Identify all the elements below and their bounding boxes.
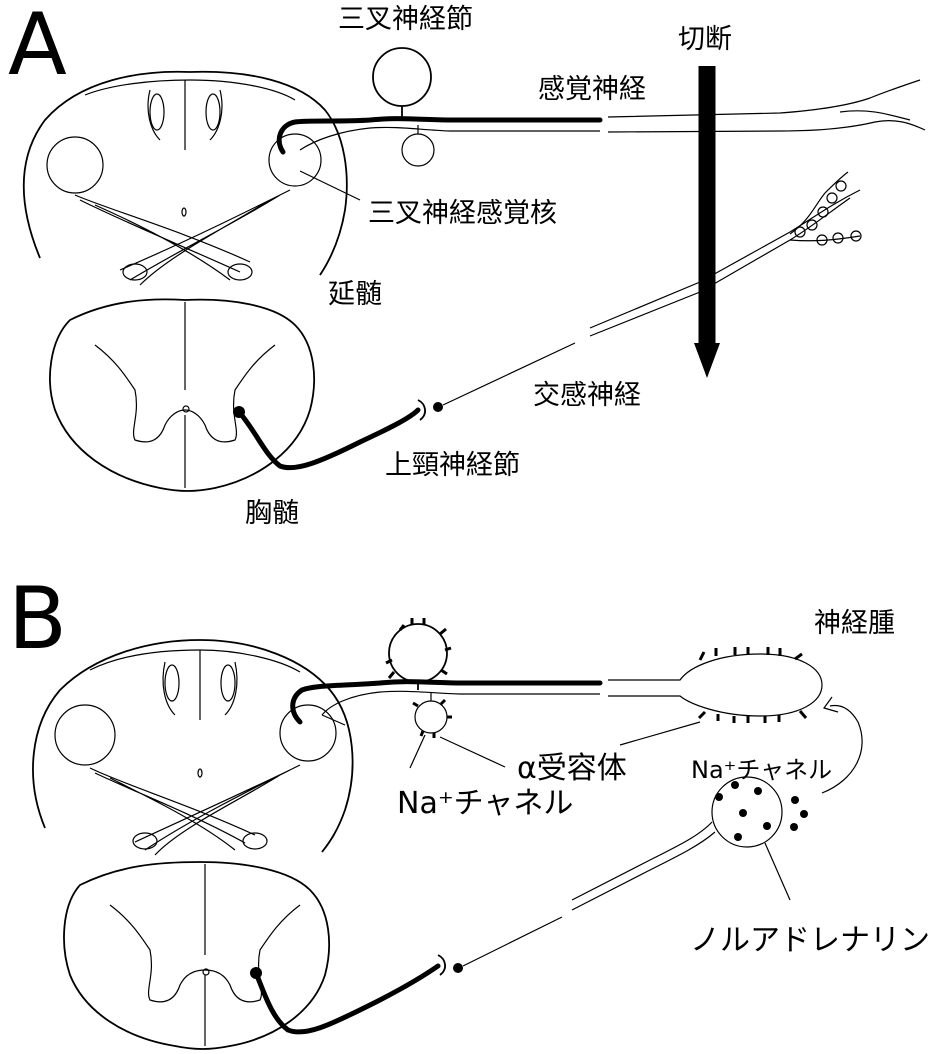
peripheral-nerve-a <box>608 80 925 132</box>
panel-b: B <box>8 569 930 1049</box>
label-cut: 切断 <box>678 24 732 55</box>
neuroma <box>608 647 822 723</box>
label-trigeminal-ganglion: 三叉神経節 <box>338 4 473 35</box>
label-superior-cervical-ganglion: 上頸神経節 <box>385 450 520 481</box>
panel-a-letter: A <box>8 0 67 95</box>
sensory-fiber-a-thin <box>300 127 600 150</box>
label-sensory-nerve: 感覚神経 <box>538 74 646 105</box>
label-trigeminal-sensory-nucleus: 三叉神経感覚核 <box>368 198 557 229</box>
trigeminal-ganglion-b <box>386 618 452 738</box>
label-alpha-receptor: α受容体 <box>517 751 627 786</box>
label-na-channel-right: Na⁺チャネル <box>691 756 832 784</box>
label-na-channel-left: Na⁺チャネル <box>397 786 573 821</box>
label-thoracic-cord: 胸髄 <box>245 498 299 529</box>
label-noradrenaline: ノルアドレナリン <box>690 923 930 958</box>
label-medulla: 延髄 <box>328 279 382 310</box>
medulla-section <box>24 72 347 285</box>
trigeminal-ganglion <box>373 48 434 166</box>
panel-b-letter: B <box>8 569 67 669</box>
noradrenaline-molecules <box>715 781 808 841</box>
noradrenaline-vesicle <box>712 777 782 847</box>
medulla-section-b <box>33 640 353 855</box>
sensory-fiber-a <box>279 119 600 152</box>
label-sympathetic-nerve: 交感神経 <box>533 380 641 411</box>
thoracic-cord-section-b <box>64 862 329 1049</box>
panel-a: A <box>8 0 925 529</box>
label-neuroma: 神経腫 <box>814 608 895 639</box>
sensory-fiber-b-thin <box>322 691 600 715</box>
cut-arrow <box>694 66 720 378</box>
